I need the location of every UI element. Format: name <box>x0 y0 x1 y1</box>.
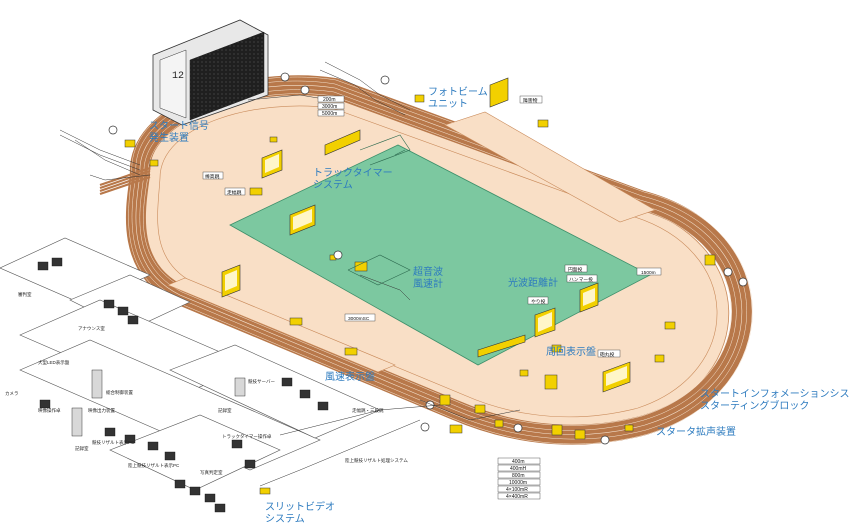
tag-discus: 円盤投 <box>568 266 583 273</box>
label-track-timer-2: システム <box>313 179 353 191</box>
label-slit-video-1: スリットビデオ <box>265 500 335 513</box>
room-result-system: 陸上競技リザルト処理システム <box>345 457 408 464</box>
label-track-timer-1: トラックタイマー <box>313 167 393 179</box>
tag-javelin: やり投 <box>531 298 546 305</box>
room-video-output: 映像出力装置 <box>88 407 115 414</box>
room-result-pc: 競技リザルト表示PC <box>92 439 135 446</box>
room-replay: 映像操作卓 <box>38 407 61 414</box>
tag-3000sc: 3000mSC <box>348 316 370 322</box>
room-labels: 審判室 アナウンス室 大型LED表示盤 カメラ 総合制御装置 映像操作卓 映像出… <box>5 291 408 476</box>
building-monitors <box>37 257 329 513</box>
legend-4x100: 4×100mR <box>506 487 528 493</box>
timer-board-screens <box>225 154 627 386</box>
field-markings <box>347 134 411 286</box>
tag-hammer: ハンマー投 <box>569 276 593 283</box>
room-main-control: 総合制御装置 <box>106 389 133 396</box>
room-event-label: 走幅跳・三段跳 <box>352 407 384 414</box>
legend-400mh: 400mH <box>510 466 527 472</box>
big-scoreboard: 12 <box>152 19 269 126</box>
label-slit-video-2: システム <box>265 513 305 525</box>
runway-strip-top <box>444 111 656 223</box>
scoreboard-clock: 12 <box>172 71 184 82</box>
runway-strip-left <box>167 277 396 373</box>
tag-shot-put: 砲丸投 <box>600 351 615 358</box>
label-photobeam-1: フォトビーム <box>428 86 488 98</box>
legend-4x400: 4×400mR <box>506 494 528 500</box>
room-judges: 審判室 <box>18 291 32 298</box>
event-tags: 3000mSC 1500m 障害物 棒高跳 走幅跳 円盤投 ハンマー投 やり投 … <box>202 95 662 358</box>
dist-5000m: 5000m <box>322 111 337 117</box>
room-camera: カメラ <box>5 391 19 397</box>
room-announce: アナウンス室 <box>78 325 105 332</box>
tag-long-jump: 走幅跳 <box>227 189 242 196</box>
distance-tags-top: 200m 3000m 5000m <box>317 95 345 117</box>
label-ultrasonic-1: 超音波 <box>413 265 443 278</box>
legend-800m: 800m <box>512 473 525 479</box>
label-start-info-1: スタートインフォメーションシステム付 <box>700 387 850 400</box>
room-track-result: 陸上競技リザルト表示PC <box>128 462 180 469</box>
cables <box>59 61 521 487</box>
label-wind-display: 風速表示盤 <box>325 370 375 383</box>
room-judge-2: 記録室 <box>218 407 232 414</box>
room-photo-finish: 写真判定室 <box>200 469 223 476</box>
room-big-screen: 大型LED表示盤 <box>38 359 70 366</box>
dist-3000m: 3000m <box>322 104 337 110</box>
room-timer-console: トラックタイマー操作卓 <box>222 433 272 440</box>
legend-400m: 400m <box>512 459 525 465</box>
legend-10000m: 10000m <box>509 480 527 486</box>
tag-hurdle: 障害物 <box>523 97 538 104</box>
tag-1500m: 1500m <box>641 270 656 276</box>
dist-200m: 200m <box>323 97 336 103</box>
label-starter-pa: スタータ拡声装置 <box>656 425 736 438</box>
small-devices <box>124 94 716 495</box>
distances-legend: 400m 400mH 800m 10000m 4×100mR 4×400mR <box>497 457 541 500</box>
label-start-signal-1: スタート信号 <box>149 120 209 132</box>
label-light-wave: 光波距離計 <box>508 276 558 289</box>
label-photobeam-2: ユニット <box>428 99 468 110</box>
start-straight <box>99 166 151 196</box>
label-ultrasonic-2: 風速計 <box>413 277 443 290</box>
label-start-info-2: スターティングブロック <box>700 399 809 412</box>
label-lap-board: 周回表示盤 <box>546 345 596 358</box>
room-server: 競技サーバー <box>248 378 275 385</box>
room-record: 記録室 <box>75 445 89 452</box>
label-start-signal-2: 発生装置 <box>149 131 189 144</box>
tag-pole-vault: 棒高跳 <box>205 173 220 180</box>
